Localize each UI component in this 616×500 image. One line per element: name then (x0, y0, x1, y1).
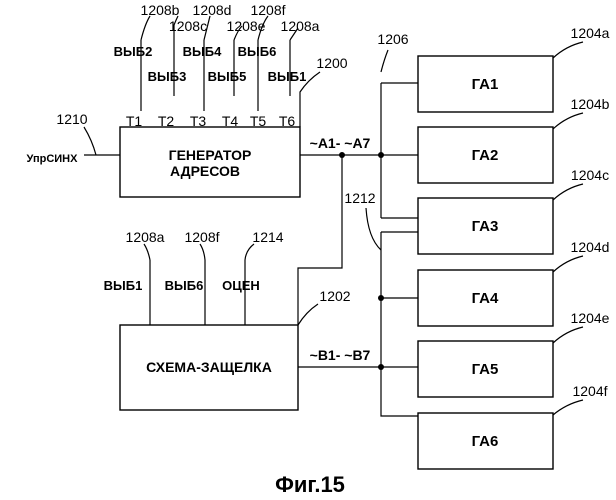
bus-b-vertical (381, 232, 418, 416)
ref-1210: 1210 (56, 111, 87, 127)
ref-1208b: 1208b (141, 2, 180, 18)
ref-1208c: 1208c (169, 18, 207, 34)
leader-1214 (245, 244, 254, 260)
signal-vyb2: ВЫБ2 (114, 44, 153, 59)
terminal-t4: T4 (222, 113, 239, 129)
signal-vyb4: ВЫБ4 (183, 44, 222, 59)
ref-1204f: 1204f (572, 383, 607, 399)
figure-caption: Фиг.15 (275, 472, 345, 497)
bus-b-label: ~B1- ~B7 (310, 347, 371, 363)
ref-1208f-latch: 1208f (184, 229, 219, 245)
ref-1208f: 1208f (250, 2, 285, 18)
ref-1200: 1200 (316, 55, 347, 71)
ref-1208a: 1208a (281, 18, 320, 34)
terminal-t3: T3 (190, 113, 207, 129)
leader-1202 (298, 304, 318, 325)
ref-1214: 1214 (252, 229, 283, 245)
group-label-ga5: ГА5 (472, 361, 499, 378)
address-generator-label-2: АДРЕСОВ (170, 163, 240, 179)
signal-sync: УпрСИНХ (27, 153, 79, 165)
ref-1208d: 1208d (193, 2, 232, 18)
ref-1208e: 1208e (227, 18, 266, 34)
signal-latch-vyb6: ВЫБ6 (165, 278, 204, 293)
ref-1204d: 1204d (571, 239, 610, 255)
group-label-ga4: ГА4 (472, 290, 499, 307)
ref-1202: 1202 (319, 288, 350, 304)
leader-1208f-latch (200, 244, 205, 260)
bus-a-label: ~A1- ~A7 (310, 135, 371, 151)
signal-vyb3: ВЫБ3 (148, 69, 187, 84)
leader-1204b (553, 113, 583, 129)
leader-1212 (366, 208, 381, 250)
latch-label: СХЕМА-ЗАЩЕЛКА (146, 359, 272, 375)
bus-b-junction-ga5 (378, 364, 384, 370)
address-generator-label-1: ГЕНЕРАТОР (169, 147, 252, 163)
ref-1206: 1206 (377, 31, 408, 47)
leader-1210 (84, 127, 96, 155)
signal-latch-vyb1: ВЫБ1 (104, 278, 143, 293)
ref-1204c: 1204c (571, 167, 609, 183)
leader-1204a (553, 42, 583, 58)
ref-1204e: 1204e (571, 310, 610, 326)
leader-1204e (553, 327, 583, 343)
ref-1204b: 1204b (571, 96, 610, 112)
leader-1206 (381, 50, 388, 72)
group-label-ga6: ГА6 (472, 433, 499, 450)
group-label-ga3: ГА3 (472, 218, 499, 235)
bus-b-junction-ga4 (378, 295, 384, 301)
ref-1204a: 1204a (571, 25, 610, 41)
leader-1204c (553, 184, 583, 200)
terminal-t1: T1 (126, 113, 143, 129)
leader-1204f (553, 400, 583, 415)
signal-latch-ocen: ОЦЕН (222, 278, 260, 293)
group-label-ga2: ГА2 (472, 147, 499, 164)
terminal-t2: T2 (158, 113, 175, 129)
leader-1204d (553, 256, 583, 272)
leader-1208a-latch (144, 244, 150, 260)
ref-1212: 1212 (344, 190, 375, 206)
group-label-ga1: ГА1 (472, 76, 499, 93)
signal-vyb5: ВЫБ5 (208, 69, 247, 84)
signal-vyb1: ВЫБ1 (268, 69, 307, 84)
terminal-t5: T5 (250, 113, 267, 129)
ref-1208a-latch: 1208a (126, 229, 165, 245)
terminal-t6: T6 (279, 113, 296, 129)
bus-a-junction (378, 152, 384, 158)
leader-1208b (141, 16, 150, 40)
signal-vyb6: ВЫБ6 (238, 44, 277, 59)
